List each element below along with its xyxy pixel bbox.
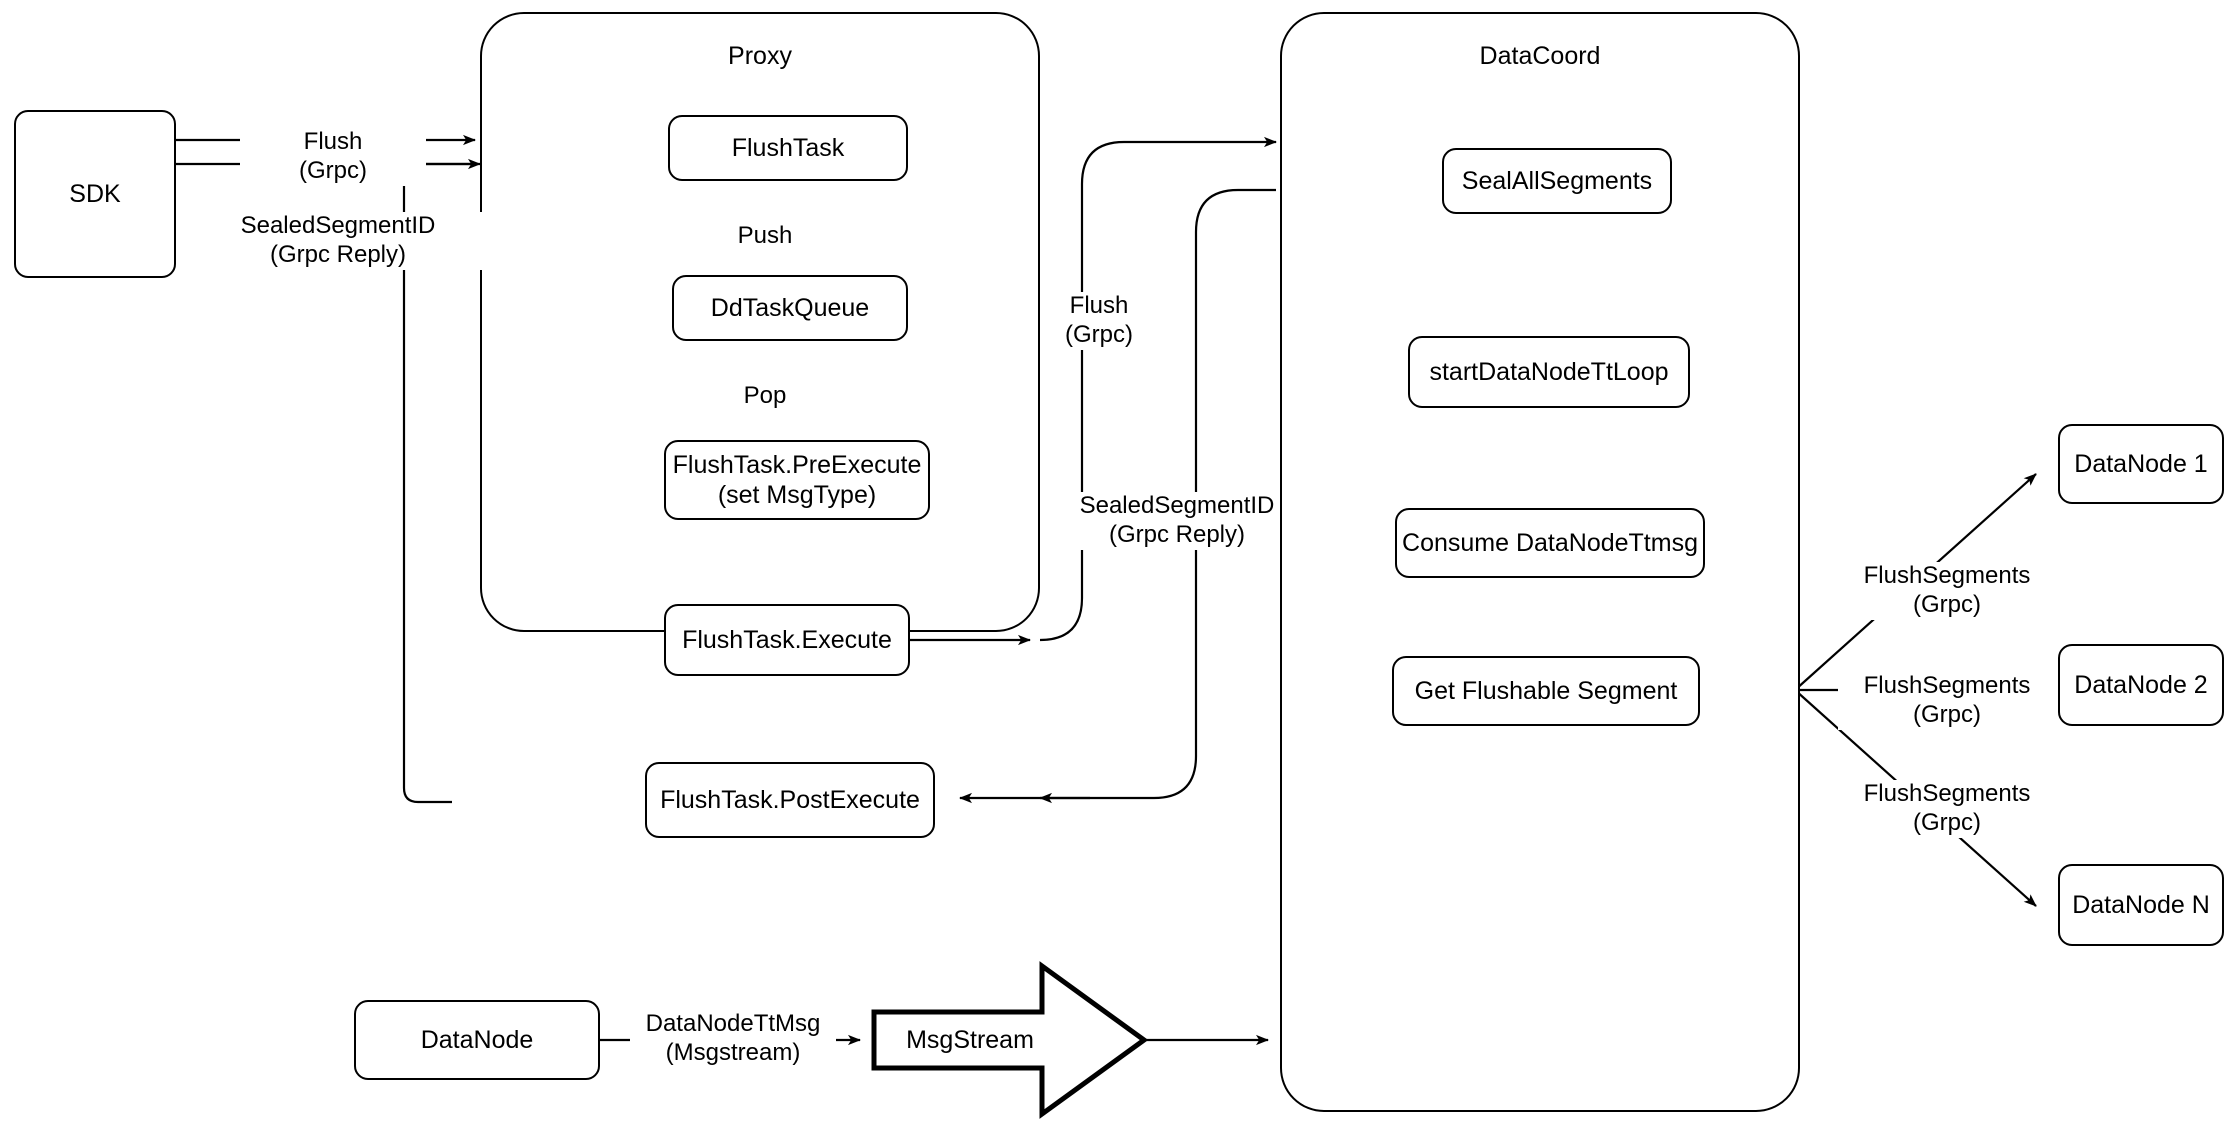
edge-label-sdk-to-proxy: Flush (Grpc) <box>240 128 426 186</box>
msgstream-label: MsgStream <box>906 1026 1034 1054</box>
container-proxy-label: Proxy <box>728 42 792 70</box>
edge-label-datanode-to-msgstream: DataNodeTtMsg (Msgstream) <box>630 1010 836 1068</box>
node-sdk[interactable]: SDK <box>14 110 176 278</box>
node-seal-all-segments[interactable]: SealAllSegments <box>1442 148 1672 214</box>
edge-label-pop: Pop <box>724 382 806 411</box>
node-get-flushable-segment[interactable]: Get Flushable Segment <box>1392 656 1700 726</box>
node-flush-task[interactable]: FlushTask <box>668 115 908 181</box>
node-datanode-source[interactable]: DataNode <box>354 1000 600 1080</box>
edge-label-flush-segments-n: FlushSegments (Grpc) <box>1838 780 2056 838</box>
node-flush-task-postexecute[interactable]: FlushTask.PostExecute <box>645 762 935 838</box>
node-flush-task-execute[interactable]: FlushTask.Execute <box>664 604 910 676</box>
edge-label-proxy-to-datacoord: Flush (Grpc) <box>1042 292 1156 350</box>
edge-label-proxy-to-sdk: SealedSegmentID (Grpc Reply) <box>190 212 486 270</box>
node-consume-datanode-ttmsg[interactable]: Consume DataNodeTtmsg <box>1395 508 1705 578</box>
edge-proxy-to-datacoord <box>1039 136 1277 642</box>
edge-label-datacoord-to-proxy: SealedSegmentID (Grpc Reply) <box>1076 492 1278 550</box>
edge-label-flush-segments-1: FlushSegments (Grpc) <box>1838 562 2056 620</box>
node-start-datanode-tt-loop[interactable]: startDataNodeTtLoop <box>1408 336 1690 408</box>
node-dd-task-queue[interactable]: DdTaskQueue <box>672 275 908 341</box>
edge-label-push: Push <box>720 222 810 251</box>
container-datacoord-label: DataCoord <box>1479 42 1601 70</box>
msgstream-shape <box>871 961 1149 1119</box>
node-datanode-1[interactable]: DataNode 1 <box>2058 424 2224 504</box>
node-datanode-n[interactable]: DataNode N <box>2058 864 2224 946</box>
edge-label-flush-segments-2: FlushSegments (Grpc) <box>1838 672 2056 730</box>
node-datanode-2[interactable]: DataNode 2 <box>2058 644 2224 726</box>
node-flush-task-preexecute[interactable]: FlushTask.PreExecute (set MsgType) <box>664 440 930 520</box>
